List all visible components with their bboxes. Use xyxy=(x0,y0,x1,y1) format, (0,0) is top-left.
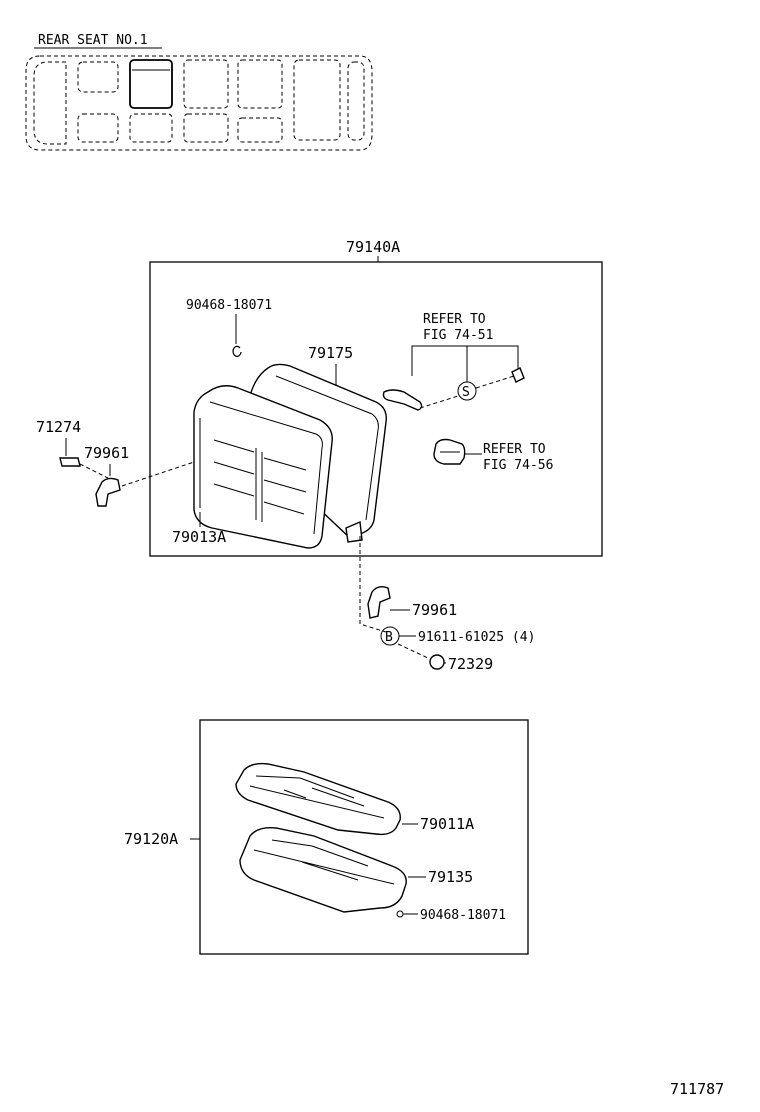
part-label-79120A: 79120A xyxy=(124,830,178,848)
assist-grip-part xyxy=(382,389,423,411)
part-label-79135: 79135 xyxy=(428,868,473,886)
nut-part xyxy=(429,654,445,670)
part-label-79140A: 79140A xyxy=(346,238,400,256)
refer-note-1-line2: FIG 74-51 xyxy=(423,328,493,343)
cushion-assembly-box xyxy=(199,719,529,955)
part-label-90468-18071-upper: 90468-18071 xyxy=(186,298,272,313)
dash-cover-to-hinge xyxy=(79,463,109,479)
cushion-cover-part xyxy=(239,826,407,913)
cushion-frame-part xyxy=(235,762,401,836)
part-label-79961-lower: 79961 xyxy=(412,601,457,619)
highlighted-rear-seat-no1 xyxy=(129,59,173,109)
dash-hinge-to-seatback xyxy=(121,461,195,487)
refer-note-1-line1: REFER TO xyxy=(423,312,486,327)
part-label-79961-left: 79961 xyxy=(84,444,129,462)
refer-bracket-1 xyxy=(411,345,519,376)
part-label-71274: 71274 xyxy=(36,418,81,436)
part-label-72329: 72329 xyxy=(448,655,493,673)
grip-cap-part xyxy=(511,367,525,383)
vehicle-locator-diagram xyxy=(25,55,373,151)
part-label-91611-61025: 91611-61025 (4) xyxy=(418,630,535,645)
part-label-79175: 79175 xyxy=(308,344,353,362)
clip-lower-part xyxy=(396,910,404,918)
hinge-cover-left-part xyxy=(59,457,81,467)
seatback-frame-part xyxy=(193,385,333,549)
part-label-90468-18071-lower: 90468-18071 xyxy=(420,908,506,923)
marker-s-label: S xyxy=(462,385,470,400)
refer-note-2-line1: REFER TO xyxy=(483,442,546,457)
dash-lower-chain xyxy=(359,536,387,633)
dash-bolt-to-nut xyxy=(397,643,429,659)
seatback-assembly-box xyxy=(149,261,603,557)
part-label-79013A: 79013A xyxy=(172,528,226,546)
marker-s-circle xyxy=(457,381,477,401)
diagram-code: 711787 xyxy=(670,1080,724,1098)
section-title: REAR SEAT NO.1 xyxy=(38,33,148,48)
hinge-lower-part xyxy=(367,585,391,619)
headrest-bracket-part xyxy=(433,438,466,465)
clip-upper-part xyxy=(232,345,242,357)
marker-b-label: B xyxy=(385,630,393,645)
hinge-left-part xyxy=(95,477,121,507)
refer-note-2-line2: FIG 74-56 xyxy=(483,458,553,473)
part-label-79011A: 79011A xyxy=(420,815,474,833)
